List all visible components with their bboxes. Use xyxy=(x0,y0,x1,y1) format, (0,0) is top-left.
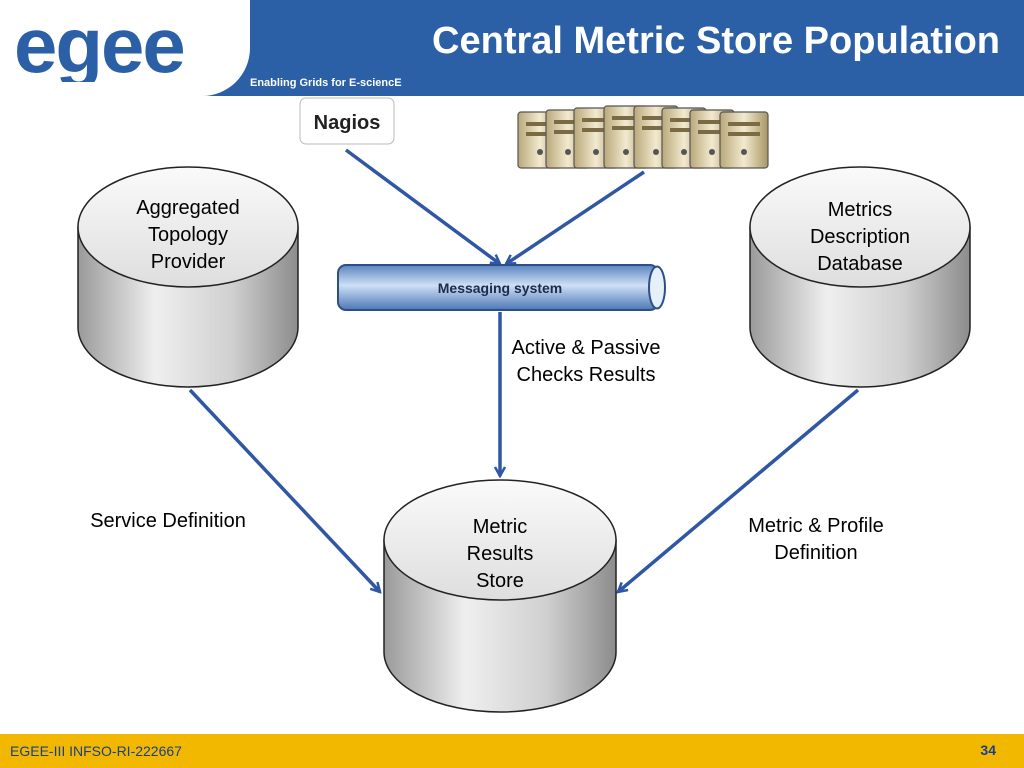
slide-subtitle: Enabling Grids for E-sciencE xyxy=(250,77,402,89)
metrics-description-db-cylinder: Metrics Description Database xyxy=(749,166,971,388)
server-cluster-icon xyxy=(517,105,769,169)
footer-bar: EGEE-III INFSO-RI-222667 34 xyxy=(0,734,1024,768)
metrics-db-label-line1: Metrics xyxy=(828,199,892,221)
nagios-logo: Nagios xyxy=(299,97,395,145)
checks-label-line1: Active & Passive xyxy=(512,337,661,359)
logo-text: egee xyxy=(14,10,184,82)
metrics-db-to-store-arrow xyxy=(618,388,860,592)
store-label-line1: Metric xyxy=(473,516,527,538)
egee-logo: egee xyxy=(14,10,186,82)
profile-label-line1: Metric & Profile xyxy=(748,515,884,537)
architecture-diagram: Nagios xyxy=(77,97,971,713)
servers-to-messaging-arrow xyxy=(506,170,645,266)
checks-label-line2: Checks Results xyxy=(517,364,656,386)
store-label-line2: Results xyxy=(467,543,534,565)
topology-provider-cylinder: Aggregated Topology Provider xyxy=(77,166,299,388)
header-bar: egee Central Metric Store Population Ena… xyxy=(0,0,1024,96)
server-icon xyxy=(719,111,769,169)
topology-label-line2: Topology xyxy=(148,224,228,246)
nagios-to-messaging-arrow xyxy=(344,148,500,264)
footer-project-id: EGEE-III INFSO-RI-222667 xyxy=(10,743,182,759)
metrics-db-label-line3: Database xyxy=(817,253,903,275)
metric-results-store-cylinder: Metric Results Store xyxy=(383,479,617,713)
metrics-db-label-line2: Description xyxy=(810,226,910,248)
nagios-label: Nagios xyxy=(314,112,381,134)
topology-label-line3: Provider xyxy=(151,251,226,273)
topology-to-store-arrow xyxy=(188,388,380,592)
page-number: 34 xyxy=(980,742,996,758)
profile-label-line2: Definition xyxy=(774,542,857,564)
store-label-line3: Store xyxy=(476,570,524,592)
logo-area: egee xyxy=(0,0,250,96)
messaging-label: Messaging system xyxy=(438,280,563,296)
messaging-system: Messaging system xyxy=(337,264,666,311)
service-definition-label: Service Definition xyxy=(90,510,246,532)
topology-label-line1: Aggregated xyxy=(136,197,239,219)
slide-title: Central Metric Store Population xyxy=(432,20,1000,62)
